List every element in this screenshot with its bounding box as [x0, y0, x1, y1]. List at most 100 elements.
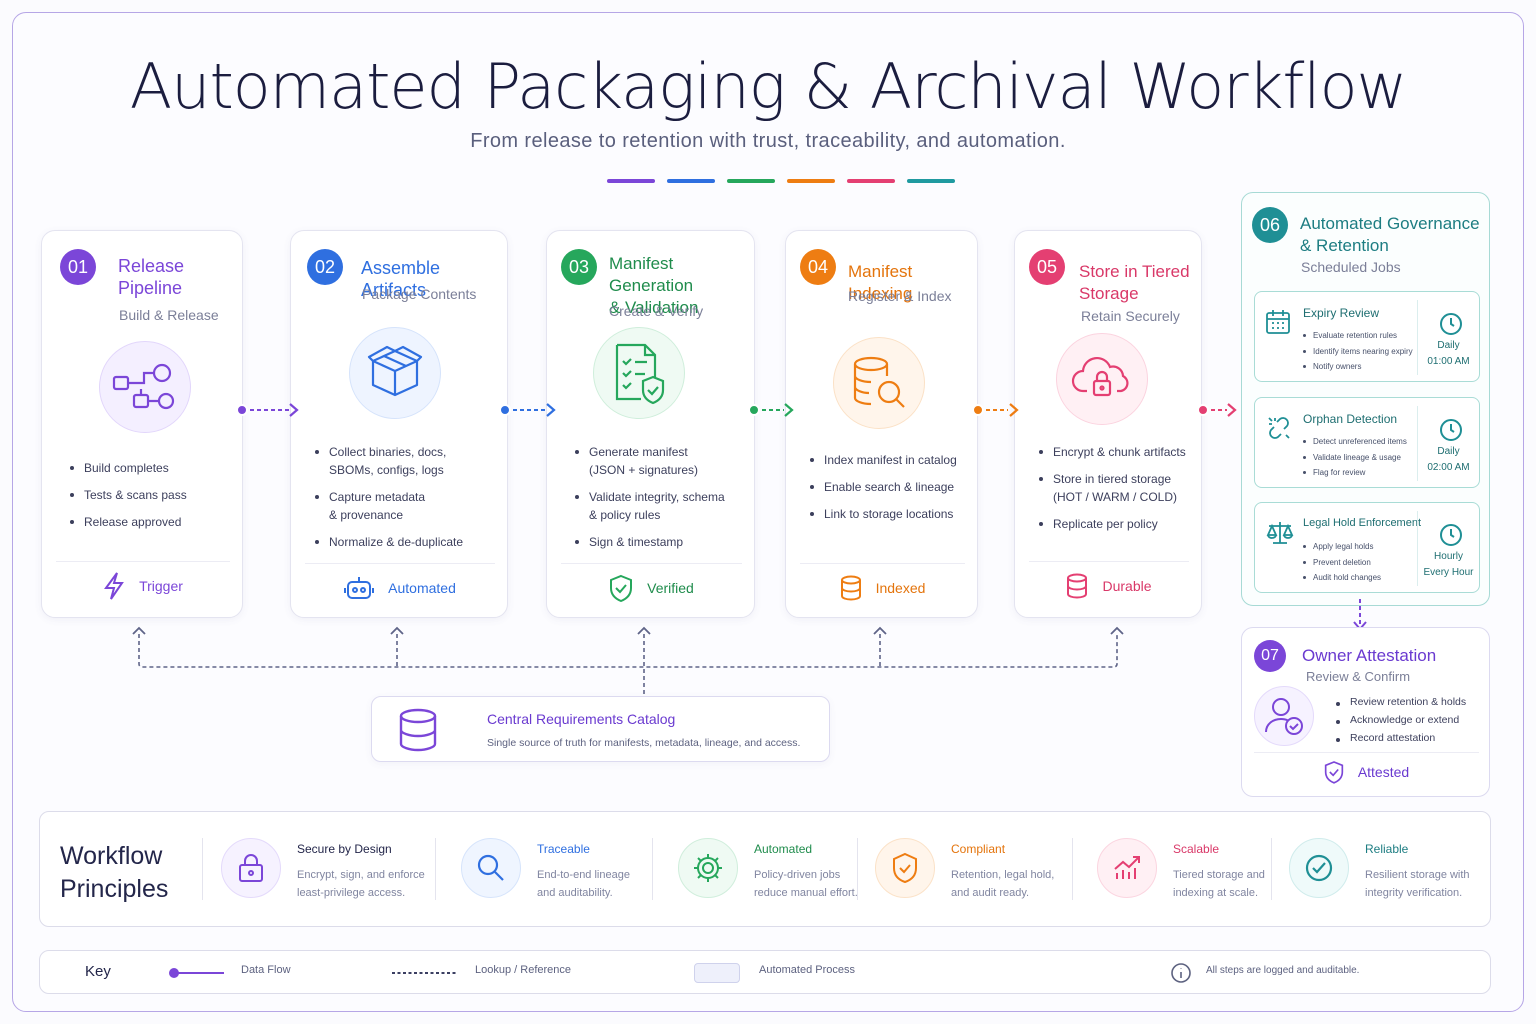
stage-subtitle: Register & Index [848, 288, 952, 304]
key-audit-note: All steps are logged and auditable. [1206, 965, 1360, 976]
lock-icon [221, 838, 281, 898]
gear-icon [678, 838, 738, 898]
shield-check-icon [875, 838, 935, 898]
governance-subtitle: Scheduled Jobs [1301, 259, 1401, 275]
flow-arrow-1-2 [236, 403, 299, 417]
stage-footer: Indexed [800, 563, 965, 611]
check-circle-icon [1289, 838, 1349, 898]
color-stripes [607, 179, 955, 183]
key-lookup-reference: Lookup / Reference [475, 964, 572, 976]
job-title: Orphan Detection [1303, 412, 1398, 426]
key-automated-process: Automated Process [759, 964, 855, 976]
catalog-title: Central Requirements Catalog [487, 711, 676, 727]
owner-subtitle: Review & Confirm [1306, 669, 1411, 684]
stage-manifest-generation[interactable]: 03 Manifest Generation& Validation Creat… [546, 230, 755, 618]
stage-footer: Verified [561, 563, 742, 611]
stage-number-badge: 07 [1254, 640, 1286, 672]
data-flow-legend-mark [169, 968, 224, 978]
shield-check-icon [610, 574, 633, 602]
owner-footer: Attested [1254, 752, 1479, 790]
robot-icon [344, 576, 375, 599]
page-title: Automated Packaging & Archival Workflow [129, 50, 1408, 123]
flow-arrow-3-4 [748, 403, 794, 417]
lookup-reference-lines [132, 626, 1124, 694]
stage-footer: Trigger [56, 561, 230, 609]
central-requirements-catalog[interactable]: Central Requirements Catalog Single sour… [371, 696, 830, 762]
job-orphan-detection[interactable]: Orphan Detection Detect unreferenced ite… [1254, 397, 1480, 488]
key-title: Key [85, 963, 111, 980]
stage-subtitle: Build & Release [119, 307, 219, 323]
stage-footer: Automated [305, 563, 495, 611]
job-title: Expiry Review [1303, 306, 1380, 320]
catalog-description: Single source of truth for manifests, me… [487, 737, 801, 749]
clock-icon [1440, 419, 1462, 441]
stage-footer: Durable [1029, 561, 1189, 609]
stage-title: Assemble Artifacts [361, 258, 441, 300]
stage-number-badge: 03 [561, 249, 597, 285]
database-icon [1067, 573, 1088, 599]
owner-title: Owner Attestation [1302, 646, 1437, 665]
flow-arrow-4-5 [972, 403, 1019, 417]
stage-number-badge: 04 [800, 249, 836, 285]
user-check-icon [1254, 686, 1314, 746]
automated-process-legend-mark [694, 963, 740, 983]
stage-assemble-artifacts[interactable]: 02 Assemble Artifacts Package Contents C… [290, 230, 508, 618]
lookup-legend-mark [392, 972, 458, 974]
pipeline-icon [99, 341, 191, 433]
stage-subtitle: Create & Verify [609, 303, 704, 319]
governance-title: Automated Governance& Retention [1300, 214, 1480, 255]
clock-icon [1440, 524, 1462, 546]
cloud-lock-icon [1056, 333, 1148, 425]
key-data-flow: Data Flow [241, 964, 291, 976]
owner-attestation-panel[interactable]: 07 Owner Attestation Review & Confirm Re… [1241, 627, 1490, 797]
shield-check-icon [1324, 760, 1343, 784]
calendar-icon [1266, 310, 1290, 334]
growth-chart-icon [1097, 838, 1157, 898]
flow-arrow-5-6 [1197, 403, 1237, 417]
stage-number-badge: 02 [307, 249, 343, 285]
governance-retention-panel[interactable]: 06 Automated Governance& Retention Sched… [1241, 192, 1490, 606]
magnifier-icon [461, 838, 521, 898]
clock-icon [1440, 313, 1462, 335]
broken-link-icon [1268, 417, 1290, 439]
stage-title: Manifest Generation& Validation [609, 254, 699, 317]
database-search-icon [833, 337, 925, 429]
job-legal-hold[interactable]: Legal Hold Enforcement Apply legal holds… [1254, 502, 1480, 593]
legend-key: Key Data Flow Lookup / Reference Automat… [39, 950, 1491, 994]
database-icon [399, 708, 437, 752]
database-icon [840, 575, 861, 601]
stage-bullet-list: Generate manifest(JSON + signatures)Vali… [573, 443, 725, 560]
stage-subtitle: Retain Securely [1081, 308, 1180, 324]
stage-manifest-indexing[interactable]: 04 Manifest Indexing Register & Index In… [785, 230, 978, 618]
stage-bullet-list: Collect binaries, docs,SBOMs, configs, l… [313, 443, 463, 560]
stage-number-badge: 01 [60, 249, 96, 285]
package-box-icon [349, 327, 441, 419]
page-subtitle: From release to retention with trust, tr… [470, 130, 1066, 152]
stage-number-badge: 06 [1252, 207, 1288, 243]
job-title: Legal Hold Enforcement [1303, 517, 1422, 529]
scales-icon [1266, 522, 1294, 544]
stage-subtitle: Package Contents [362, 286, 477, 302]
info-icon [1171, 963, 1191, 983]
stage-title: Manifest Indexing [848, 262, 913, 303]
lightning-icon [104, 571, 124, 600]
stage-number-badge: 05 [1029, 249, 1065, 285]
checklist-shield-icon [593, 327, 685, 419]
